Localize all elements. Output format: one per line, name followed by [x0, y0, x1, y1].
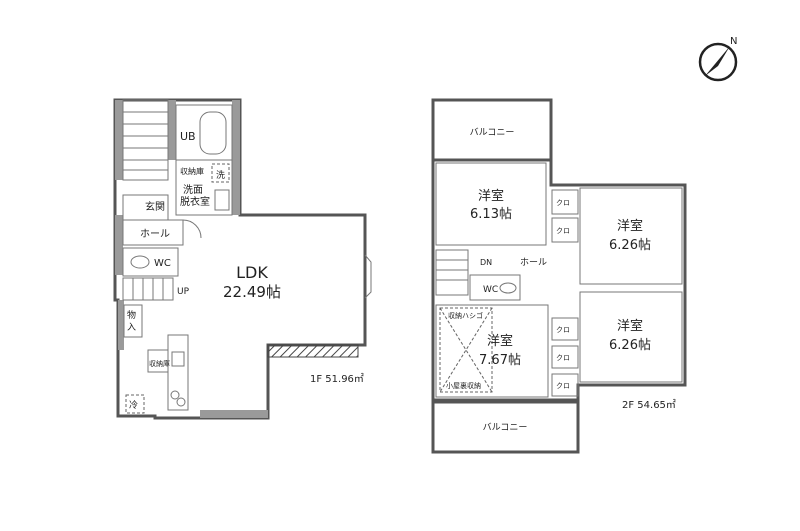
compass-needle-icon: [705, 46, 730, 76]
room-3: [579, 291, 683, 383]
laundry-space: [211, 163, 230, 183]
hall: [122, 219, 184, 246]
washroom-label-1: 洗面: [183, 184, 203, 196]
compass-ring: [698, 42, 738, 82]
stairs-floor-2: [435, 249, 469, 296]
room-2-name: 洋室: [617, 218, 643, 234]
wall-block: [115, 215, 123, 275]
stairs-lower: [122, 277, 174, 301]
closet-4-label: クロ: [556, 354, 570, 362]
closet-4: [551, 345, 579, 369]
closet-2-label: クロ: [556, 227, 570, 235]
attic-storage-label: 小屋裏収納: [446, 381, 481, 390]
compass: N: [698, 36, 738, 82]
genkan-label: 玄関: [145, 200, 165, 213]
dn-label: DN: [480, 258, 492, 267]
room-3-name: 洋室: [617, 318, 643, 334]
room-2-size: 6.26帖: [609, 238, 651, 253]
stove-burner: [176, 397, 186, 407]
washroom: [175, 159, 233, 216]
storage-label: 収納庫: [180, 166, 204, 176]
wc-room: [122, 247, 179, 277]
door-swing: [182, 219, 202, 239]
room-1-name: 洋室: [478, 188, 504, 204]
deck: [267, 344, 359, 358]
wc-2-room: [469, 274, 521, 301]
storeroom-label-1: 物: [127, 309, 136, 321]
closet-1-label: クロ: [556, 199, 570, 207]
wall-block: [168, 100, 176, 160]
balcony-bottom-label: バルコニー: [483, 422, 528, 433]
closet-5: [551, 373, 579, 397]
ldk-name: LDK: [236, 263, 268, 282]
attic-diagonal: [439, 307, 493, 393]
closet-5-label: クロ: [556, 382, 570, 390]
ldk-size: 22.49帖: [223, 283, 281, 301]
room-4: [435, 304, 549, 398]
storage-stairs-label: 収納ハシゴ: [448, 311, 483, 320]
stairs-upper: [122, 99, 169, 181]
attic-diagonal: [439, 307, 493, 393]
toilet-2: [499, 282, 517, 294]
wall-block: [118, 300, 124, 350]
closet-1: [551, 189, 579, 215]
up-label: UP: [177, 287, 190, 297]
hall-2-label: ホール: [520, 257, 547, 268]
kitchen-storage-label: 収納庫: [149, 359, 170, 368]
balcony-bottom: [431, 400, 580, 454]
room-1-size: 6.13帖: [470, 207, 512, 222]
ub-label: UB: [180, 130, 196, 143]
closet-2: [551, 217, 579, 243]
wash-basin: [214, 189, 230, 211]
fridge-space: [125, 394, 145, 414]
floor-1-plan: UB 収納庫 洗 洗面 脱衣室 玄関 ホール WC UP 物 入: [113, 98, 372, 420]
hall-label: ホール: [140, 228, 170, 240]
stove-burner: [170, 390, 180, 400]
closet-3: [551, 317, 579, 341]
floor-1-area: 1F 51.96㎡: [310, 373, 364, 385]
compass-label: N: [730, 36, 737, 47]
sink: [171, 351, 185, 367]
room-4-size: 7.67帖: [479, 353, 521, 368]
balcony-top-label: バルコニー: [470, 127, 515, 138]
wc-label: WC: [154, 258, 171, 269]
room-3-size: 6.26帖: [609, 338, 651, 353]
room-1: [435, 162, 547, 246]
storeroom-label-2: 入: [127, 322, 136, 333]
kitchen-counter: [167, 334, 189, 411]
floor-2-outer-wall: [431, 158, 687, 402]
wall-block: [232, 100, 240, 215]
wc-2-label: WC: [483, 285, 498, 295]
wall-block: [200, 410, 268, 418]
room-2: [579, 187, 683, 285]
floor-2-plan: バルコニー 洋室 6.13帖 クロ クロ 洋室 6.26帖 DN ホール WC: [431, 98, 687, 454]
closet-3-label: クロ: [556, 326, 570, 334]
toilet: [130, 255, 150, 269]
bathtub: [199, 111, 227, 155]
washroom-label-2: 脱衣室: [180, 195, 210, 208]
floor-2-area: 2F 54.65㎡: [622, 399, 676, 411]
laundry-label: 洗: [216, 169, 225, 181]
room-4-name: 洋室: [487, 333, 513, 349]
wall-block: [115, 100, 123, 180]
attic-area: [439, 307, 493, 393]
bay-window: [364, 254, 372, 299]
fridge-label: 冷: [129, 399, 138, 411]
storeroom: [123, 304, 143, 338]
